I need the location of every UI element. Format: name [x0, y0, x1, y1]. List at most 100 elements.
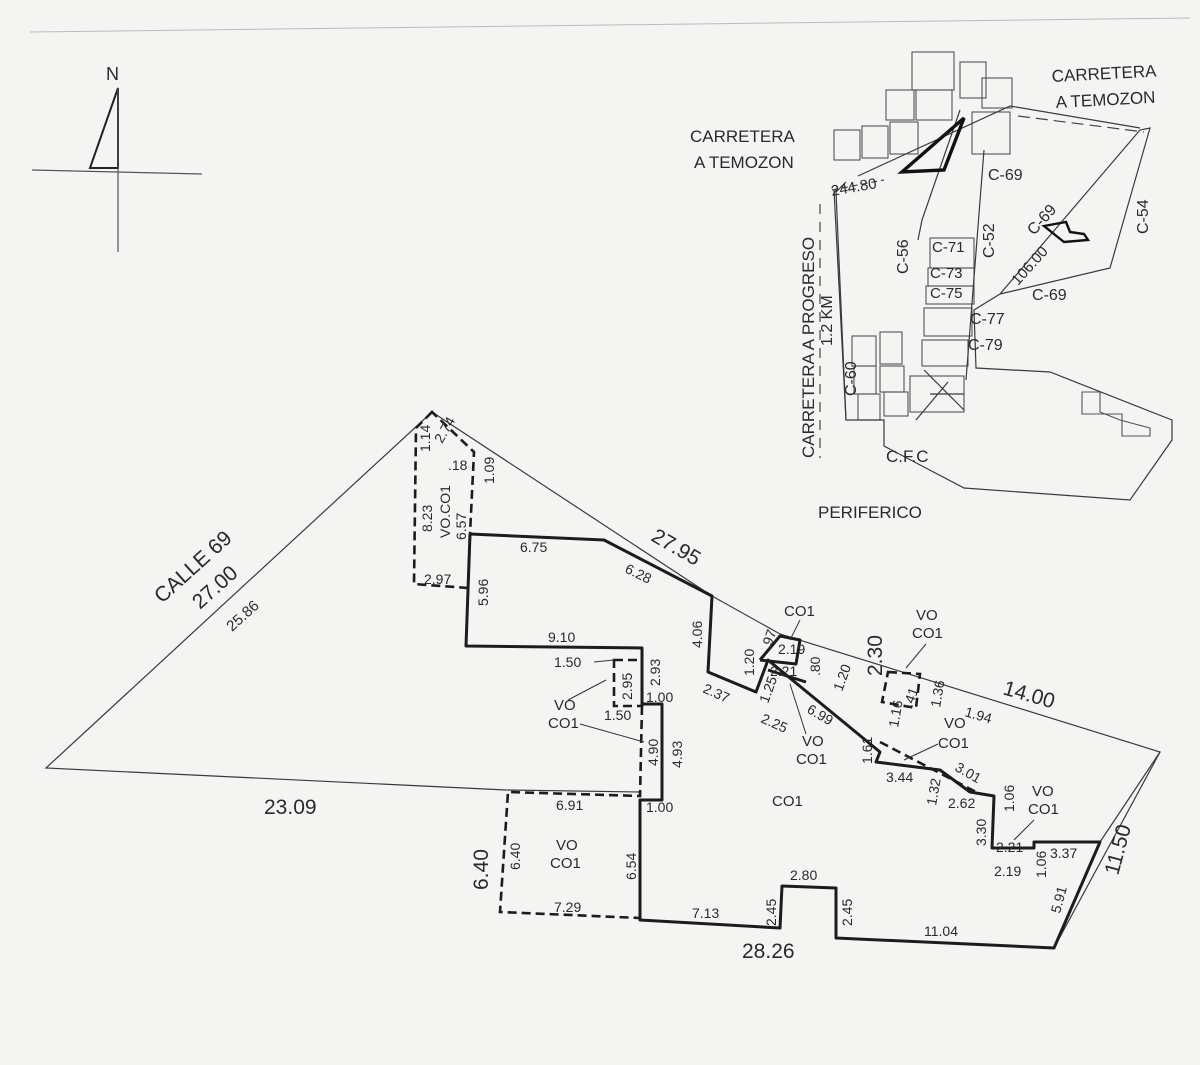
- loc-temozon-right-1: CARRETERA: [1051, 61, 1157, 85]
- dim-east-short: 2.30: [864, 635, 887, 676]
- seg-2-93: 2.93: [647, 659, 663, 686]
- dim-west-bottom: 23.09: [264, 796, 317, 819]
- loc-c69-top: C-69: [988, 167, 1023, 184]
- temozon-road-line: [857, 105, 1141, 177]
- seg-2-95: 2.95: [619, 673, 635, 700]
- location-lot-highlight: [897, 116, 966, 174]
- seg-6-57: 6.57: [453, 513, 469, 540]
- loc-road-progreso: CARRETERA A PROGRESO: [799, 237, 818, 458]
- dim-south: 28.26: [742, 940, 795, 963]
- seg-3-44: 3.44: [886, 769, 913, 785]
- c52-street: [965, 149, 985, 381]
- seg-7-29: 7.29: [554, 899, 581, 915]
- loc-c60: C-60: [843, 361, 860, 396]
- co1-main-outline: [464, 532, 1102, 950]
- zone-labels: CO1 CO1 VO CO1 VO CO1 VO CO1 VO CO1 VO C…: [548, 603, 1059, 872]
- loc-cfc: C.F.C: [886, 447, 929, 466]
- seg-1-50b: 1.50: [604, 707, 631, 723]
- seg-1-00b: 1.00: [646, 799, 673, 815]
- diagonal-street: [917, 109, 961, 241]
- loc-progreso-distance: 1.2 KM: [819, 295, 836, 346]
- seg-5-96: 5.96: [475, 579, 491, 606]
- seg-1-50a: 1.50: [554, 654, 581, 670]
- seg-1-09: 1.09: [481, 457, 497, 484]
- loc-c75: C-75: [930, 285, 963, 302]
- loc-periferico: PERIFERICO: [818, 503, 922, 522]
- seg-2-45a: 2.45: [763, 899, 779, 926]
- top-border-line: [29, 17, 1191, 33]
- north-arrow: N: [31, 64, 203, 252]
- c60-street: [833, 189, 847, 421]
- vo-zone-right-top: [880, 670, 922, 710]
- loc-distance-right: 106.00: [1008, 243, 1051, 288]
- seg-1-00a: 1.00: [646, 689, 673, 705]
- seg-2-97: 2.97: [424, 571, 451, 587]
- vo-zone-right-mid: [879, 740, 977, 794]
- seg-1-36: 1.36: [927, 679, 948, 709]
- co1-small-box: [758, 634, 802, 666]
- zone-co1-mid: CO1: [796, 751, 827, 768]
- loc-c69-diag: C-69: [1024, 201, 1060, 238]
- seg-1-61: 1.61: [859, 737, 875, 764]
- location-map-blocks: [833, 51, 1151, 437]
- dim-east-lower: 11.50: [1101, 822, 1136, 877]
- seg-080: .80: [807, 656, 823, 676]
- seg-2-21a: 2.21: [770, 663, 797, 679]
- seg-2-37: 2.37: [701, 680, 733, 706]
- zone-co1-main: CO1: [772, 793, 803, 810]
- zone-vo-right-mid: VO: [944, 715, 966, 732]
- seg-3-30: 3.30: [973, 819, 989, 846]
- location-map: CARRETERA A TEMOZON CARRETERA A TEMOZON …: [690, 51, 1173, 522]
- zone-vo-bottom: VO: [556, 837, 578, 854]
- lot-outer-east: [431, 411, 1161, 949]
- dim-southwest: 6.40: [470, 849, 493, 890]
- seg-6-54: 6.54: [623, 853, 639, 880]
- north-axis-horizontal: [31, 169, 203, 175]
- seg-041: .41: [900, 685, 922, 709]
- seg-3-37: 3.37: [1050, 845, 1077, 861]
- zone-co1-bottom: CO1: [550, 855, 581, 872]
- loc-temozon-left-2: A TEMOZON: [694, 153, 794, 172]
- seg-2-25: 2.25: [759, 710, 791, 736]
- dim-calle69-inner: 25.86: [223, 597, 262, 635]
- seg-8-23: 8.23: [419, 505, 435, 532]
- seg-1-06a: 1.06: [1001, 785, 1017, 812]
- seg-2-19b: 2.19: [994, 863, 1021, 879]
- seg-9-10: 9.10: [548, 629, 575, 645]
- zone-vo-left: VO: [554, 697, 576, 714]
- loc-c52: C-52: [981, 223, 998, 258]
- zone-co1-right-mid: CO1: [938, 735, 969, 752]
- seg-11-04: 11.04: [924, 923, 958, 939]
- loc-c77: C-77: [970, 311, 1005, 328]
- seg-6-40: 6.40: [507, 843, 523, 870]
- loc-c54: C-54: [1135, 199, 1152, 234]
- seg-1-32: 1.32: [923, 777, 944, 807]
- seg-1-16: 1.16: [885, 699, 906, 729]
- zone-vo-co1-top: VO.CO1: [437, 485, 453, 538]
- seg-2-19a: 2.19: [778, 641, 805, 657]
- seg-2-45b: 2.45: [839, 899, 855, 926]
- seg-097: .97: [758, 627, 780, 651]
- seg-1-20b: 1.20: [830, 662, 854, 693]
- seg-1-14: 1.14: [417, 425, 433, 452]
- segment-labels: 1.14 2.74 .18 1.09 8.23 VO.CO1 6.57 2.97…: [417, 414, 1077, 939]
- co1-inner-line: [767, 668, 807, 684]
- seg-7-13: 7.13: [692, 905, 719, 921]
- zone-co1-right-top: CO1: [912, 625, 943, 642]
- seg-6-99: 6.99: [805, 701, 837, 729]
- seg-1-94: 1.94: [963, 704, 994, 727]
- temozon-left-dashed: [831, 179, 885, 191]
- zone-co1-far-right: CO1: [1028, 801, 1059, 818]
- zone-vo-right-top: VO: [916, 607, 938, 624]
- seg-4-06: 4.06: [689, 621, 705, 648]
- seg-2-21b: 2.21: [996, 839, 1023, 855]
- lot-outer-west: [44, 411, 641, 793]
- seg-018: .18: [448, 457, 468, 473]
- dim-northeast: 27.95: [648, 524, 705, 570]
- seg-6-75: 6.75: [520, 539, 547, 555]
- seg-4-90: 4.90: [645, 739, 661, 766]
- seg-4-93: 4.93: [669, 741, 685, 768]
- loc-distance-top: 244.80: [830, 175, 878, 200]
- loc-temozon-right-2: A TEMOZON: [1055, 88, 1156, 112]
